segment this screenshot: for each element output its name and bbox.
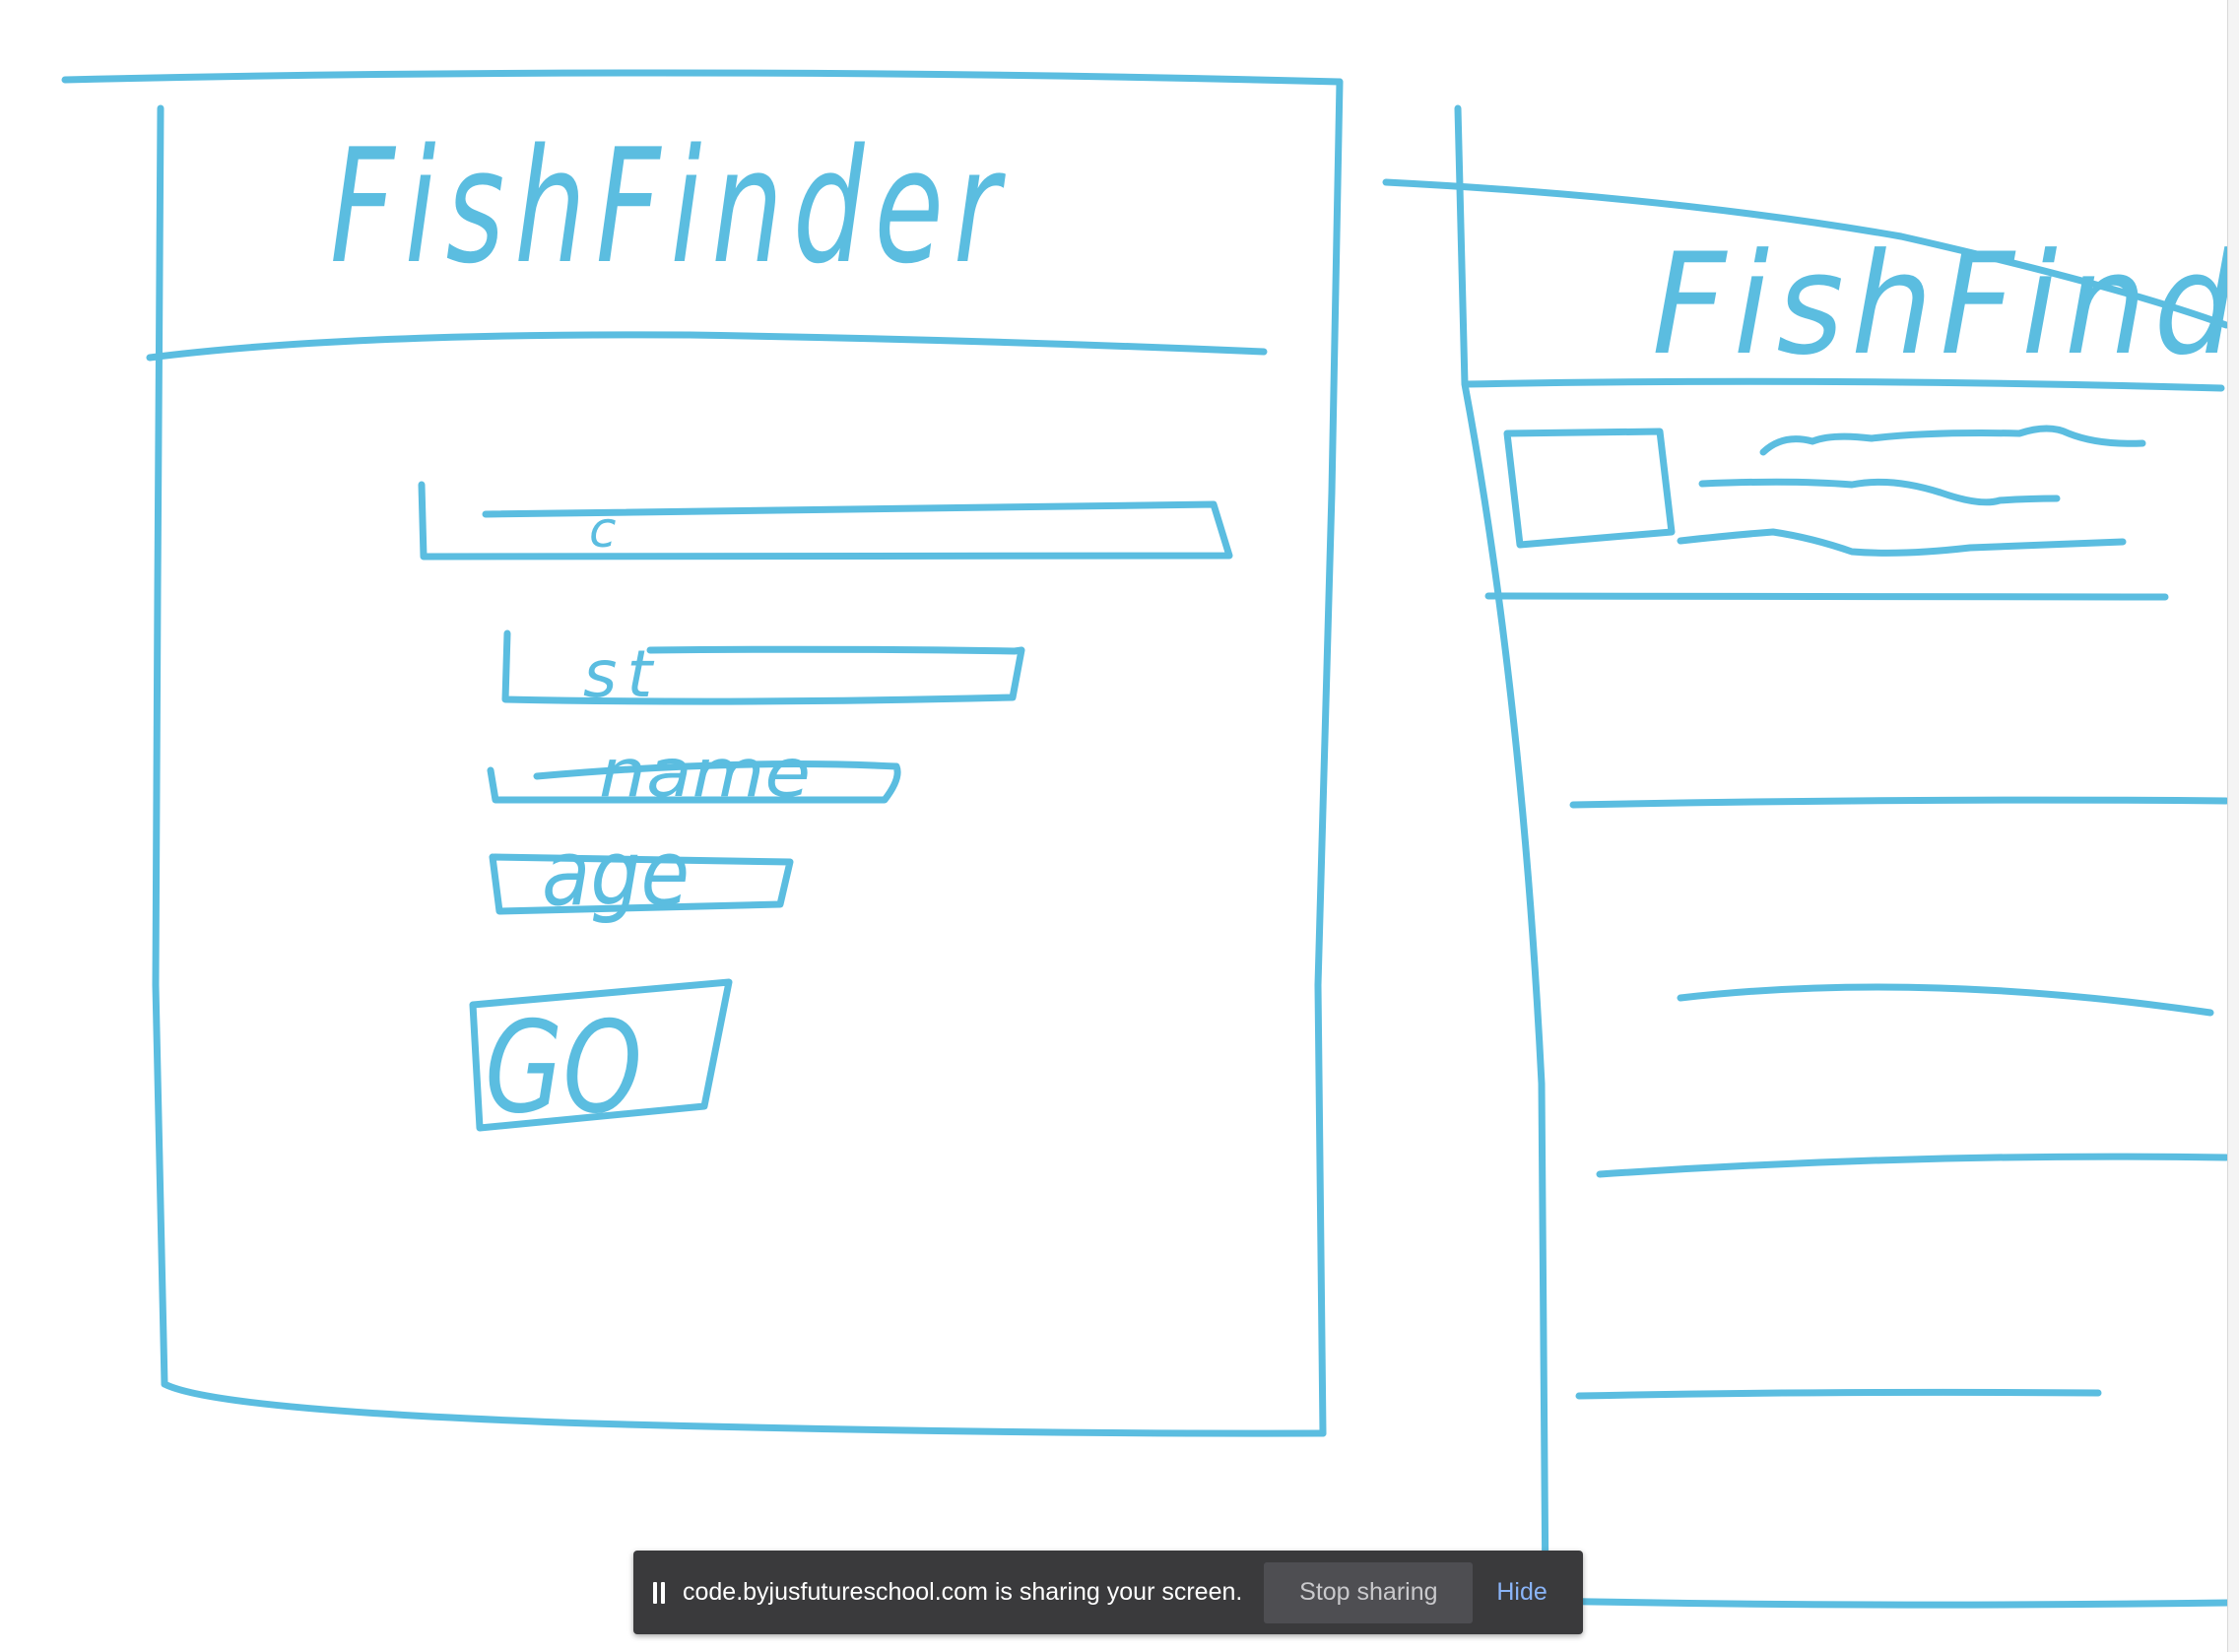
field-1-outline	[501, 629, 1025, 705]
field-2-outline	[487, 760, 901, 804]
screen-sharing-bar: code.byjusfutureschool.com is sharing yo…	[633, 1551, 1583, 1634]
field-1[interactable]	[501, 629, 1025, 705]
right-list-item-text-line-3	[1677, 528, 2127, 557]
right-content-line-2	[1677, 983, 2214, 1017]
field-1-label: st	[583, 636, 662, 712]
search-field[interactable]	[418, 481, 1233, 561]
sharing-message: code.byjusfutureschool.com is sharing yo…	[683, 1578, 1243, 1606]
right-frame-left-border	[1454, 104, 1549, 1605]
field-2-name[interactable]	[487, 760, 901, 804]
left-frame-left-border	[152, 104, 168, 1388]
left-frame-top-line	[61, 69, 1344, 86]
right-header-divider	[1462, 377, 2225, 392]
right-content-line-1	[1569, 796, 2230, 809]
right-frame-bottom-line	[1542, 1597, 2232, 1609]
go-button-label: GO	[485, 995, 642, 1142]
go-button-outline	[469, 978, 733, 1132]
field-2-label: name	[599, 735, 811, 813]
left-header-divider	[146, 331, 1268, 362]
pause-icon	[653, 1581, 665, 1604]
search-field-label: c	[589, 501, 617, 559]
right-list-divider	[1484, 592, 2169, 601]
right-frame-top-line	[1382, 178, 2230, 329]
search-field-outline	[418, 481, 1233, 561]
right-list-item-text-line-1	[1759, 425, 2146, 456]
field-3-label: age	[542, 821, 690, 926]
left-app-title: FishFinder	[330, 114, 1010, 298]
field-3-age[interactable]	[489, 853, 794, 915]
field-3-outline	[489, 853, 794, 915]
go-button[interactable]	[469, 978, 733, 1132]
hide-button[interactable]: Hide	[1496, 1578, 1548, 1606]
window-scrollbar[interactable]	[2227, 0, 2239, 1652]
right-content-line-3	[1596, 1153, 2230, 1178]
right-app-title: FishFind	[1652, 224, 2239, 386]
right-list-item-text-line-2	[1698, 478, 2061, 506]
left-frame-right-border	[1314, 78, 1344, 1437]
left-frame-bottom-border	[161, 1380, 1327, 1437]
stop-sharing-button[interactable]: Stop sharing	[1264, 1561, 1474, 1623]
right-content-line-4	[1575, 1388, 2102, 1400]
right-list-item-thumbnail	[1503, 428, 1676, 549]
